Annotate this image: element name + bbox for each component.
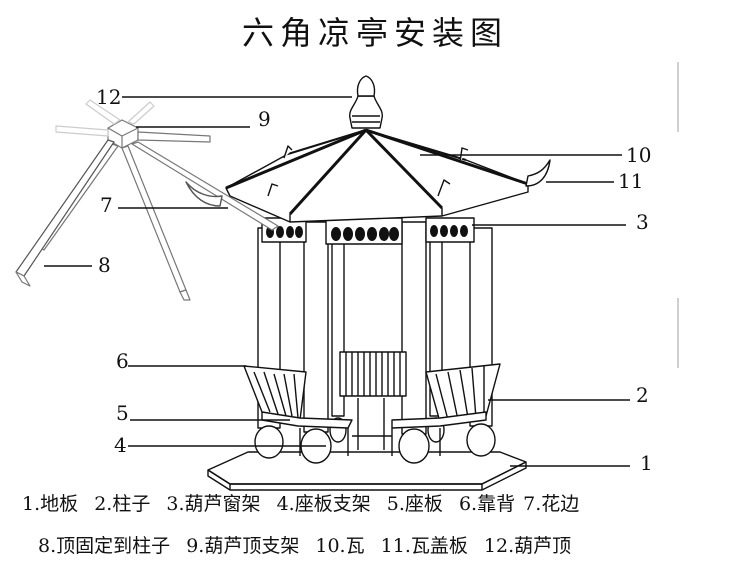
lace-trim	[185, 181, 223, 207]
legend-row-1: 1.地板 2.柱子 3.葫芦窗架 4.座板支架 5.座板 6.靠背 7.花边	[22, 489, 750, 516]
callout-11: 11	[618, 169, 643, 193]
legend-item-gourd-window-frame: 3.葫芦窗架	[166, 493, 261, 515]
diagram-title: 六角凉亭安装图	[241, 14, 508, 52]
legend-item-gourd-top-support: 9.葫芦顶支架	[186, 535, 300, 557]
legend-item-seat-support: 4.座板支架	[276, 493, 371, 515]
callout-4: 4	[114, 433, 127, 457]
callout-8: 8	[98, 253, 111, 277]
legend-item-lace-trim: 7.花边	[523, 493, 580, 515]
gourd-top-support	[55, 99, 211, 149]
legend-item-gourd-top: 12.葫芦顶	[483, 535, 572, 557]
callout-5: 5	[116, 401, 129, 425]
gourd-window-frames	[261, 217, 475, 245]
legend-item-column: 2.柱子	[94, 493, 151, 515]
leader-lines	[44, 96, 630, 467]
callout-7: 7	[100, 193, 113, 217]
legend-item-backrest: 6.靠背	[458, 493, 516, 515]
legend-item-tile-cover: 11.瓦盖板	[380, 535, 468, 557]
callout-6: 6	[116, 349, 129, 373]
callout-10: 10	[626, 143, 651, 167]
floor-base	[207, 451, 527, 491]
legend-item-seat-board: 5.座板	[386, 493, 443, 515]
callout-1: 1	[640, 451, 653, 475]
callout-labels: 12 9 10 11 7 3 8 6 2 5 4 1	[96, 85, 653, 475]
roof-fixing-bars	[15, 139, 279, 301]
gourd-top	[348, 75, 384, 129]
legend-item-floor: 1.地板	[22, 493, 79, 515]
callout-2: 2	[636, 383, 649, 407]
roof-tiles	[225, 128, 529, 223]
columns	[254, 221, 496, 464]
legend-item-tile: 10.瓦	[315, 535, 365, 557]
legend-item-fixing-bar: 8.顶固定到柱子	[38, 535, 171, 557]
callout-12: 12	[96, 85, 121, 109]
tile-cover-board	[525, 159, 551, 187]
seats-and-backrests	[243, 351, 501, 456]
callout-9: 9	[258, 107, 271, 131]
callout-3: 3	[636, 210, 649, 234]
legend-row-2: 8.顶固定到柱子 9.葫芦顶支架 10.瓦 11.瓦盖板 12.葫芦顶	[38, 531, 750, 558]
